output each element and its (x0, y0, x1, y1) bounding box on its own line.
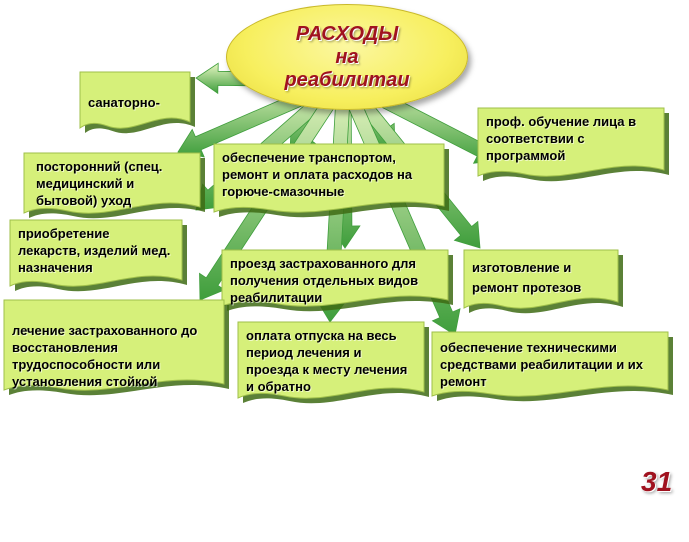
box-sanatorium-text: санаторно- (88, 95, 160, 110)
box-outside-care: посторонний (спец. медицинский и бытовой… (23, 152, 205, 219)
box-technical-means-text: обеспечение техническими средствами реаб… (440, 340, 644, 389)
box-outside-care-text: посторонний (спец. медицинский и бытовой… (36, 159, 163, 208)
central-title: РАСХОДЫ на реабилитаи (284, 23, 409, 92)
box-travel-rehab: проезд застрахованного для получения отд… (221, 249, 453, 312)
box-technical-means: обеспечение техническими средствами реаб… (431, 331, 673, 402)
central-title-line-2: на (335, 45, 359, 68)
box-sanatorium: санаторно- (79, 71, 195, 134)
box-transport-text: обеспечение транспортом, ремонт и оплата… (222, 150, 413, 199)
page-number: 31 (641, 466, 673, 497)
box-medicines: приобретение лекарств, изделий мед. назн… (9, 219, 187, 292)
box-vacation-pay-text: оплата отпуска на весь период лечения и … (246, 328, 408, 394)
box-treatment-text: лечение застрахованного до восстановлени… (12, 323, 198, 389)
box-vacation-pay: оплата отпуска на весь период лечения и … (237, 321, 429, 404)
central-title-line-1: РАСХОДЫ (295, 22, 399, 45)
box-prof-training: проф. обучение лица в соответствии с про… (477, 107, 669, 182)
central-oval: РАСХОДЫ на реабилитаи (226, 4, 468, 110)
box-medicines-text: приобретение лекарств, изделий мед. назн… (18, 226, 171, 275)
box-prosthetics: изготовление и ремонт протезов (463, 249, 623, 314)
box-transport: обеспечение транспортом, ремонт и оплата… (213, 143, 449, 218)
box-prosthetics-text: изготовление и ремонт протезов (472, 260, 582, 295)
central-title-line-3: реабилитаи (284, 68, 410, 91)
box-treatment: лечение застрахованного до восстановлени… (3, 299, 229, 396)
box-travel-rehab-text: проезд застрахованного для получения отд… (230, 256, 419, 305)
box-prof-training-text: проф. обучение лица в соответствии с про… (486, 114, 637, 163)
